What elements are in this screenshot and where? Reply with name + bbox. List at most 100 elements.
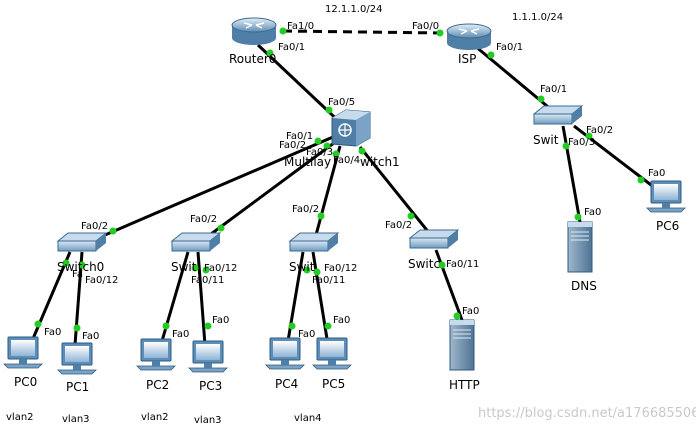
- port-label: Fa0: [212, 315, 229, 326]
- server-icon: [567, 221, 593, 273]
- port-label: Fa0/12: [85, 275, 118, 286]
- pc-icon: [136, 338, 176, 371]
- port-dot: [323, 142, 331, 150]
- router-icon: [446, 23, 492, 50]
- multilayer-switch-icon: [331, 109, 371, 147]
- switch-icon: [170, 232, 222, 252]
- device-label-switch-a: Swit: [171, 260, 197, 274]
- vlan-label-pc0: vlan2: [6, 412, 34, 423]
- link-multilayer-switcha: [206, 135, 343, 239]
- device-label-multilayer: Multilay: [284, 155, 331, 169]
- device-label-isp: ISP: [458, 52, 476, 66]
- device-label-pc1: PC1: [66, 380, 89, 394]
- port-dot: [266, 49, 274, 57]
- port-label: Fa0: [333, 315, 350, 326]
- pc2[interactable]: [136, 338, 176, 371]
- switch-c[interactable]: [408, 229, 460, 249]
- port-dot: [109, 227, 117, 235]
- port-dot: [438, 261, 446, 269]
- port-label: Fa0/3: [306, 147, 333, 158]
- port-dot: [303, 266, 311, 274]
- switch-icon: [408, 229, 460, 249]
- port-dots: [34, 27, 645, 332]
- port-dot: [191, 264, 199, 272]
- port-label: Fa0/11: [191, 275, 224, 286]
- switch-icon: [56, 232, 108, 252]
- port-label: Fa0/2: [385, 220, 412, 231]
- router-isp[interactable]: [446, 23, 492, 50]
- port-label: Fa0/4: [333, 155, 360, 166]
- network-label-isp-side: 1.1.1.0/24: [512, 12, 563, 23]
- device-label-pc6: PC6: [656, 219, 679, 233]
- multilayer-switch[interactable]: [331, 109, 371, 147]
- vlan-label-pc3: vlan3: [194, 415, 222, 426]
- port-label: Fa0/11: [312, 275, 345, 286]
- network-label-router-isp: 12.1.1.0/24: [325, 4, 382, 15]
- pc-icon: [265, 337, 305, 370]
- port-label: Fa0: [298, 329, 315, 340]
- router0[interactable]: [231, 17, 277, 45]
- device-label-pc0: PC0: [14, 375, 37, 389]
- port-dot: [317, 212, 325, 220]
- link-multilayer-switch0: [97, 132, 341, 240]
- pc6[interactable]: [646, 180, 686, 213]
- port-dot: [62, 259, 70, 267]
- pc4[interactable]: [265, 337, 305, 370]
- port-dot: [73, 324, 81, 332]
- pc-icon: [312, 337, 352, 370]
- port-dot: [537, 95, 545, 103]
- port-dot: [313, 268, 321, 276]
- pc-icon: [646, 180, 686, 213]
- port-label: Fa0/2: [586, 125, 613, 136]
- device-label-dns: DNS: [571, 279, 597, 293]
- port-label: Fa0: [584, 207, 601, 218]
- switch-b[interactable]: [288, 232, 340, 252]
- port-dot: [202, 266, 210, 274]
- port-label: Fa: [72, 269, 83, 280]
- port-dot: [574, 213, 582, 221]
- port-dot: [436, 29, 444, 37]
- port-dot: [637, 176, 645, 184]
- port-label: Fa0/2: [279, 140, 306, 151]
- pc1[interactable]: [57, 342, 97, 375]
- port-dot: [162, 322, 170, 330]
- link-switchc-http: [434, 249, 464, 321]
- switch0[interactable]: [56, 232, 108, 252]
- port-label: Fa0/2: [190, 214, 217, 225]
- port-dot: [325, 106, 333, 114]
- port-label: Fa0/11: [446, 259, 479, 270]
- link-router0-isp: [282, 29, 443, 35]
- link-switchd-dns: [561, 125, 582, 223]
- switch-a[interactable]: [170, 232, 222, 252]
- port-dot: [358, 147, 366, 155]
- port-dot: [204, 322, 212, 330]
- link-multilayer-switchc: [358, 146, 432, 235]
- link-router0-multilayer: [256, 43, 348, 130]
- port-label: Fa0/2: [292, 204, 319, 215]
- pc5[interactable]: [312, 337, 352, 370]
- router-icon: [231, 17, 277, 45]
- server-http[interactable]: [449, 319, 475, 371]
- port-label: Fa0: [648, 168, 665, 179]
- port-label: Fa0/5: [328, 97, 355, 108]
- link-switchb-pc5: [311, 251, 330, 346]
- port-label: Fa0: [82, 331, 99, 342]
- port-dot: [407, 212, 415, 220]
- switch-d[interactable]: [532, 105, 584, 125]
- port-dot: [332, 150, 340, 158]
- port-label: Fa0: [462, 306, 479, 317]
- link-multilayer-switchb: [314, 145, 342, 236]
- port-label: Fa0/1: [540, 84, 567, 95]
- pc3[interactable]: [188, 340, 228, 373]
- port-label: Fa0/2: [81, 221, 108, 232]
- device-label-switch0: Switch0: [57, 260, 104, 274]
- watermark: https://blog.csdn.net/a1766855068: [478, 406, 696, 421]
- device-label-multilayer-tail: witch1: [360, 155, 400, 169]
- server-dns[interactable]: [567, 221, 593, 273]
- port-label: Fa0/12: [324, 263, 357, 274]
- port-label: Fa0/3: [568, 137, 595, 148]
- pc-icon: [3, 336, 43, 369]
- pc0[interactable]: [3, 336, 43, 369]
- port-dot: [585, 132, 593, 140]
- vlan-label-pc1: vlan3: [62, 414, 90, 425]
